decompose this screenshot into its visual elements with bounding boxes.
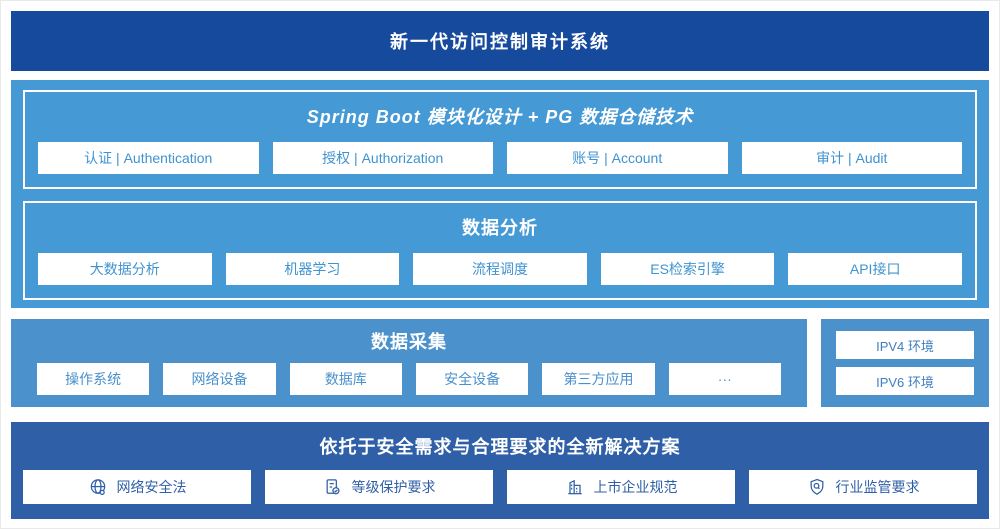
modules-box-row: 认证 | Authentication 授权 | Authorization 账…	[38, 142, 962, 174]
solution-box-label: 上市企业规范	[593, 479, 678, 495]
solution-box-label: 网络安全法	[116, 479, 187, 495]
environment-box-ipv6: IPV6 环境	[836, 367, 974, 395]
collection-box-more: ···	[668, 363, 781, 395]
module-box-audit: 审计 | Audit	[741, 142, 962, 174]
environment-block: IPV4 环境 IPV6 环境	[821, 319, 989, 407]
environment-box-ipv4: IPV4 环境	[836, 331, 974, 359]
solution-box-cybersecurity-law: 网络安全法	[23, 470, 251, 504]
title-banner: 新一代访问控制审计系统	[11, 11, 989, 71]
solution-box-label: 行业监管要求	[835, 479, 920, 495]
module-box-account: 账号 | Account	[507, 142, 728, 174]
collection-block: 数据采集 操作系统 网络设备 数据库 安全设备 第三方应用 ···	[11, 319, 807, 407]
solution-box-listed-company: 上市企业规范	[507, 470, 735, 504]
analysis-box-workflow: 流程调度	[413, 253, 587, 285]
analysis-box-bigdata: 大数据分析	[38, 253, 212, 285]
collection-box-security: 安全设备	[415, 363, 529, 395]
analysis-box-ml: 机器学习	[225, 253, 400, 285]
collection-title: 数据采集	[371, 332, 447, 352]
page-title: 新一代访问控制审计系统	[390, 32, 610, 52]
analysis-box-es: ES检索引擎	[600, 253, 775, 285]
module-box-authentication: 认证 | Authentication	[38, 142, 259, 174]
collection-box-network: 网络设备	[163, 363, 276, 395]
solution-title: 依托于安全需求与合理要求的全新解决方案	[319, 437, 681, 457]
analysis-box-row: 大数据分析 机器学习 流程调度 ES检索引擎 API接口	[38, 253, 962, 285]
module-box-authorization: 授权 | Authorization	[272, 142, 493, 174]
collection-box-thirdparty: 第三方应用	[542, 363, 655, 395]
globe-icon	[88, 477, 108, 497]
collection-box-row: 操作系统 网络设备 数据库 安全设备 第三方应用 ···	[37, 363, 781, 395]
collection-box-database: 数据库	[289, 363, 402, 395]
solution-band: 依托于安全需求与合理要求的全新解决方案 网络安全法	[11, 422, 989, 519]
analysis-panel: 数据分析 大数据分析 机器学习 流程调度 ES检索引擎 API接口	[23, 201, 977, 300]
modules-panel-title: Spring Boot 模块化设计 + PG 数据仓储技术	[306, 107, 694, 127]
solution-box-row: 网络安全法 等级保护要求	[23, 470, 977, 504]
document-check-icon	[323, 477, 343, 497]
platform-container: Spring Boot 模块化设计 + PG 数据仓储技术 认证 | Authe…	[11, 80, 989, 308]
building-icon	[565, 477, 585, 497]
analysis-panel-title: 数据分析	[462, 218, 538, 238]
middle-row: 数据采集 操作系统 网络设备 数据库 安全设备 第三方应用 ··· IPV4 环…	[11, 319, 989, 407]
solution-box-industry-regulation: 行业监管要求	[749, 470, 977, 504]
analysis-box-api: API接口	[788, 253, 962, 285]
shield-search-icon	[807, 477, 827, 497]
modules-panel: Spring Boot 模块化设计 + PG 数据仓储技术 认证 | Authe…	[23, 90, 977, 189]
collection-box-os: 操作系统	[37, 363, 150, 395]
solution-box-classified-protection: 等级保护要求	[265, 470, 493, 504]
solution-box-label: 等级保护要求	[351, 479, 436, 495]
